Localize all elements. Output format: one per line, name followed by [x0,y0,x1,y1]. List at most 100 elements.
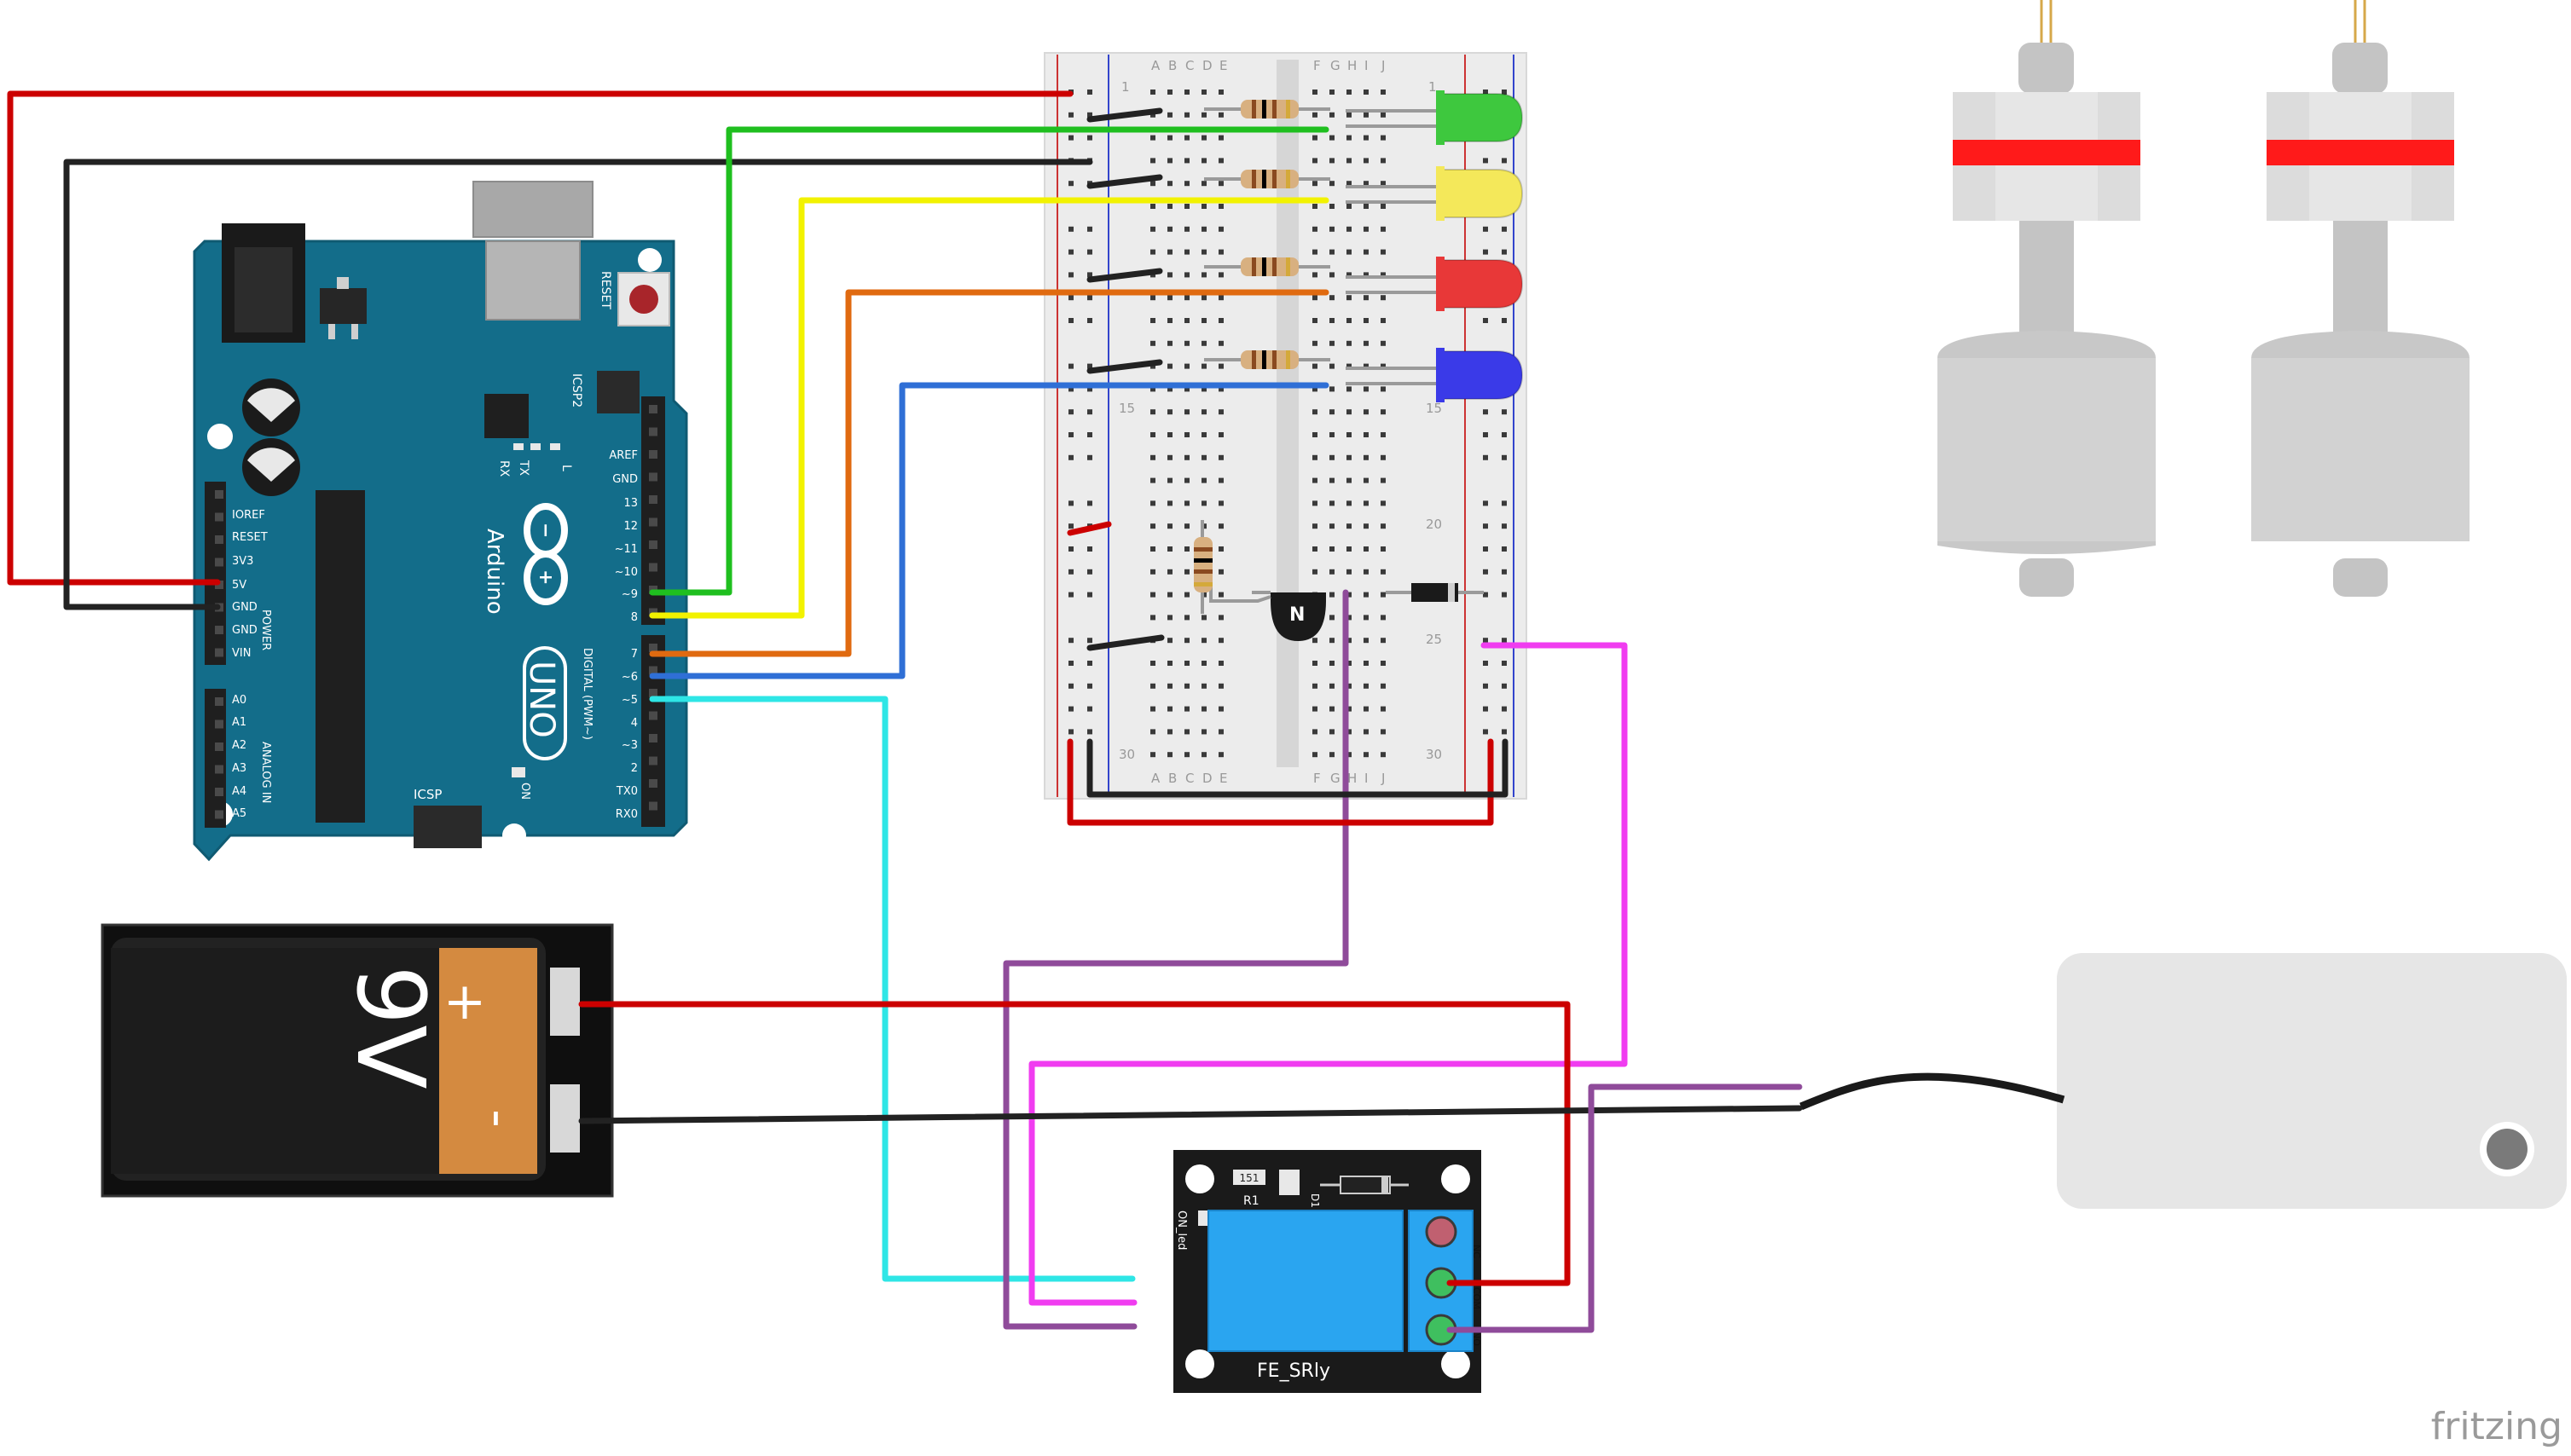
rail-hole [1068,569,1074,575]
breadboard-hole [1202,135,1207,141]
breadboard-hole [1219,135,1224,141]
pin-label-a1: A1 [232,716,246,729]
bb-col-h-bottom: H [1347,771,1357,786]
breadboard-hole [1381,569,1386,575]
breadboard-hole [1184,386,1190,392]
breadboard-hole [1329,683,1335,689]
breadboard-hole [1364,432,1369,437]
breadboard-hole [1219,318,1224,323]
breadboard-hole [1150,706,1155,712]
on-led-label: ON_led [1175,1210,1188,1250]
breadboard-hole [1329,523,1335,529]
pin-label-rx0: RX0 [616,808,638,821]
breadboard-hole [1329,363,1335,369]
rail-hole [1068,706,1074,712]
breadboard-hole [1167,432,1173,437]
pin-label-10: ~10 [615,566,638,579]
rail-hole [1068,272,1074,278]
breadboard-hole [1312,204,1317,209]
rail-hole [1068,454,1074,460]
breadboard-hole [1312,90,1317,95]
breadboard-hole [1346,706,1352,712]
breadboard-hole [1202,158,1207,164]
breadboard-hole [1150,454,1155,460]
rail-hole [1502,569,1507,575]
rail-hole [1483,249,1488,255]
pin-label-gnd-d: GND [612,473,638,486]
bb-col-d: D [1202,58,1213,73]
breadboard-hole [1150,340,1155,346]
breadboard-hole [1184,295,1190,301]
rail-hole [1502,683,1507,689]
digital-section-label: DIGITAL (PWM~) [581,648,594,740]
breadboard-hole [1184,158,1190,164]
header-pin [649,540,657,549]
breadboard-hole [1364,386,1369,392]
breadboard-hole [1184,272,1190,278]
float-switch-1 [1937,0,2156,597]
mount-hole [207,424,233,449]
rail-hole [1068,661,1074,666]
digital-header-bottom [641,635,665,827]
rail-hole [1087,135,1092,141]
terminal-label-com: COM [1471,1287,1482,1309]
rail-hole [1502,523,1507,529]
breadboard-hole [1184,615,1190,621]
breadboard-hole [1329,592,1335,598]
breadboard-hole [1219,226,1224,232]
breadboard-hole [1202,683,1207,689]
rail-hole [1087,454,1092,460]
breadboard-hole [1329,729,1335,735]
breadboard-hole [1184,181,1190,187]
breadboard-hole [1312,295,1317,301]
reset-button-cap[interactable] [629,285,658,314]
breadboard-hole [1329,454,1335,460]
breadboard-hole [1219,638,1224,644]
breadboard-hole [1312,752,1317,758]
breadboard-hole [1167,477,1173,483]
rail-hole [1502,546,1507,552]
breadboard-hole [1219,90,1224,95]
icsp2-header [597,371,640,413]
rail-hole [1068,318,1074,323]
usb-chip [484,394,529,438]
breadboard-hole [1329,638,1335,644]
breadboard-hole [1184,90,1190,95]
breadboard-hole [1381,500,1386,506]
battery-body [111,948,439,1174]
breadboard-hole [1346,204,1352,209]
rail-hole [1087,249,1092,255]
breadboard-hole [1202,409,1207,415]
breadboard-hole [1312,706,1317,712]
rail-hole [1502,432,1507,437]
breadboard-hole [1184,409,1190,415]
digital-pin-labels-bottom: 7 ~6 ~5 4 ~3 2 TX0 RX0 [616,648,638,821]
pin-label-a5: A5 [232,807,246,820]
breadboard-hole [1381,523,1386,529]
float-switch-2 [2251,0,2470,597]
header-pin [215,697,223,706]
breadboard-hole [1329,181,1335,187]
breadboard-hole [1346,729,1352,735]
breadboard-hole [1329,661,1335,666]
analog-section-label: ANALOG IN [259,742,272,803]
l-led-label: L [559,465,573,471]
breadboard-hole [1184,661,1190,666]
on-label: ON [518,783,531,800]
header-pin [215,788,223,796]
breadboard-hole [1150,409,1155,415]
breadboard-hole [1381,112,1386,118]
breadboard-hole [1381,661,1386,666]
header-pin [215,742,223,751]
bb-col-f: F [1313,58,1321,73]
battery-plus-label: + [443,972,486,1031]
arduino-uno-board: RESET ICSP2 TX RX L − + Arduino UNO ON I… [193,181,688,862]
breadboard-hole [1364,615,1369,621]
r1-label: R1 [1243,1194,1259,1208]
breadboard-hole [1364,638,1369,644]
breadboard-hole [1364,90,1369,95]
wires [7,90,1803,1333]
breadboard-hole [1219,432,1224,437]
breadboard-hole [1150,318,1155,323]
bb-row-15: 15 [1119,401,1135,416]
